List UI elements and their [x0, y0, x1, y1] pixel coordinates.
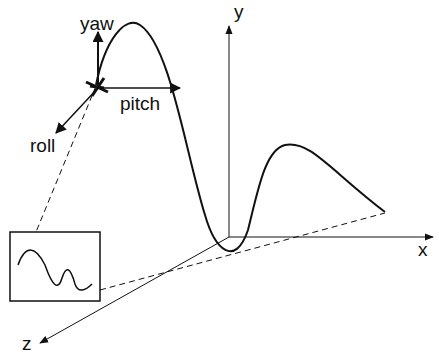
- projection-line: [100, 213, 385, 290]
- yaw-arrow: [97, 32, 99, 88]
- axis-label: roll: [30, 136, 55, 155]
- projection-line: [36, 86, 96, 232]
- view-frame: [10, 232, 100, 301]
- y-axis: [229, 26, 230, 237]
- pitch-arrow: [98, 87, 180, 89]
- axis-label: yaw: [80, 14, 114, 33]
- x-axis: [229, 237, 433, 238]
- trajectory-curve: [96, 23, 385, 251]
- axis-label: y: [234, 2, 244, 21]
- axis-label: pitch: [120, 94, 160, 113]
- vehicle-symbol: [86, 78, 108, 96]
- view-curve: [18, 250, 92, 290]
- axis-label: z: [22, 334, 32, 353]
- axis-label: x: [418, 240, 428, 259]
